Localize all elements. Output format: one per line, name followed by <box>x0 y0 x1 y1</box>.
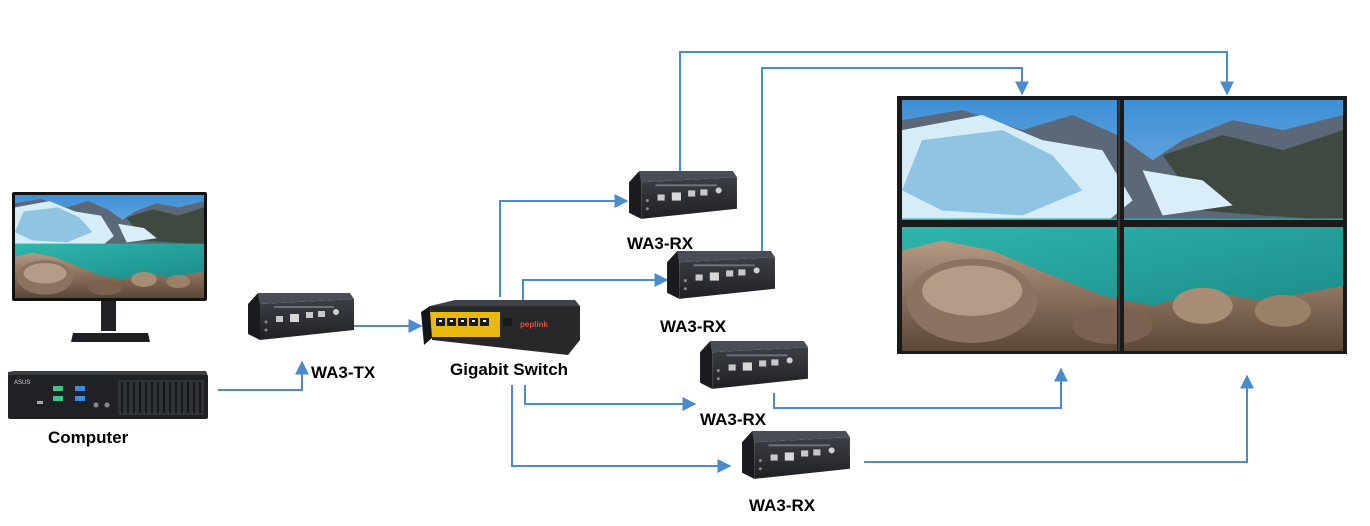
connector-switch-to-rx3 <box>524 385 697 411</box>
wa3-rx-label-2: WA3-RX <box>660 317 727 336</box>
gigabit-switch-label: Gigabit Switch <box>450 360 569 379</box>
wa3-rx-label-3: WA3-RX <box>700 410 767 429</box>
wa3-tx-label: WA3-TX <box>311 363 376 382</box>
asus-logo: ASUS <box>14 380 30 386</box>
connector-rx1-to-wall <box>679 51 1234 172</box>
connector-switch-to-rx1 <box>499 194 629 297</box>
connection-lines <box>218 51 1254 473</box>
extender-box-icon <box>742 431 850 479</box>
connector-rx2-to-wall <box>761 67 1029 258</box>
connector-switch-to-rx4 <box>511 385 732 473</box>
computer-label: Computer <box>48 428 129 447</box>
wa3-rx-label-1: WA3-RX <box>627 234 694 253</box>
extender-box-icon <box>700 341 808 389</box>
monitor-icon <box>12 192 207 342</box>
mini-pc-icon: ASUS <box>8 371 208 419</box>
connector-computer-to-tx <box>218 360 309 391</box>
wa3-rx-label-4: WA3-RX <box>749 496 816 515</box>
connector-rx3-to-wall <box>773 367 1068 409</box>
peplink-logo: peplink <box>520 320 549 329</box>
extender-box-icon <box>667 251 775 299</box>
network-switch-icon: peplink <box>421 300 580 355</box>
connector-rx4-to-wall <box>864 374 1254 463</box>
video-wall-icon <box>897 96 1347 354</box>
connector-switch-to-rx2 <box>522 273 669 304</box>
extender-box-icon <box>629 171 737 219</box>
extender-box-icon <box>248 293 354 340</box>
